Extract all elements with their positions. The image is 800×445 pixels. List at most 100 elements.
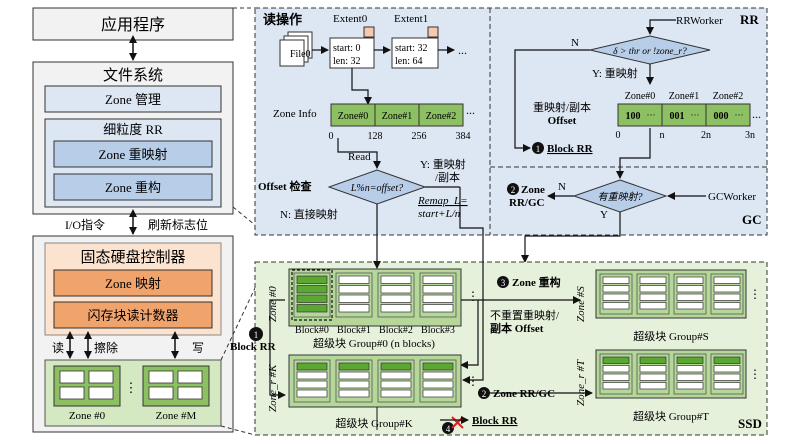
left-zonem: Zone #M <box>142 365 210 422</box>
zone-info-cell <box>418 103 464 127</box>
zone-info-tick: 0 <box>329 131 334 142</box>
ssd-step2-badge <box>478 387 490 399</box>
flash-page <box>602 356 630 364</box>
ssd-step1-badge <box>249 327 263 341</box>
rr-to-gc-line <box>619 128 651 168</box>
flash-page <box>380 380 412 389</box>
ssd-tag: SSD <box>738 416 762 431</box>
ssd-groupt-dots: ⋮ <box>749 367 761 381</box>
ssd-block-label: Block#2 <box>379 325 413 336</box>
fine-rr-label: 细粒度 RR <box>103 122 163 137</box>
flash-page <box>422 371 454 380</box>
flash-page <box>639 356 667 364</box>
ssd-step2-num: 2 <box>482 389 487 399</box>
ssd-block-label: Block#3 <box>421 325 455 336</box>
flash-cell <box>177 370 203 384</box>
gc-yes-label: Y <box>600 209 608 221</box>
rr-offset-tick: 0 <box>616 130 621 141</box>
extent0-label: Extent0 <box>333 13 368 25</box>
app-label: 应用程序 <box>101 15 165 34</box>
flash-page <box>338 275 370 284</box>
extent1-len: len: 64 <box>395 56 423 67</box>
flash-page <box>676 276 704 284</box>
flash-page <box>380 294 412 303</box>
left-zone-dots: ⋮ <box>125 380 138 395</box>
flash-page <box>380 275 412 284</box>
rebuild-box <box>53 173 213 201</box>
ssd-block-rr-left: Block RR <box>230 341 277 353</box>
rr-yes-label: Y: 重映射 <box>592 66 638 80</box>
connector-ssd-bottom <box>220 425 256 436</box>
erase-counter-box <box>53 301 213 329</box>
rebuild-label: Zone 重构 <box>105 180 161 195</box>
left-zone0: Zone #0 <box>53 365 121 422</box>
flash-page <box>713 285 741 293</box>
flash-page <box>602 365 630 373</box>
remap-arrow <box>459 187 484 384</box>
refresh-label: 刷新标志位 <box>148 217 208 232</box>
flash-page <box>713 365 741 373</box>
flash-page <box>713 293 741 301</box>
ssd-groupk-dots: ⋮ <box>467 374 479 388</box>
extent1-box <box>391 37 439 69</box>
rr-zone-label: Zone#1 <box>669 91 700 102</box>
rr-remap-copy-label: 重映射/副本 <box>533 100 591 114</box>
flash-page <box>676 382 704 390</box>
flash-page <box>380 362 412 371</box>
ssd-no-reset-2: 副本 Offset <box>490 321 544 335</box>
flash-page <box>639 382 667 390</box>
ssd-groupt-blocks <box>599 353 744 395</box>
rr-step1-badge <box>532 142 544 154</box>
offset-check-label: Offset 检查 <box>258 179 311 193</box>
erase-label: 擦除 <box>94 340 118 355</box>
left-zone0-label: Zone #0 <box>69 410 106 422</box>
flash-page <box>602 302 630 310</box>
flash-page <box>296 285 328 294</box>
rr-offset-value: 000 <box>714 111 729 122</box>
extent0-len: len: 32 <box>333 56 361 67</box>
ssd-rebuild-label: Zone 重构 <box>512 275 561 289</box>
flash-page <box>639 302 667 310</box>
block0-highlight <box>291 269 333 321</box>
rr-offset-value: 100 <box>626 111 641 122</box>
ssd-group0-label: 超级块 Group#0 (n blocks) <box>313 336 435 350</box>
gc-zone-label: Zone <box>521 184 545 196</box>
flash-page <box>296 294 328 303</box>
zone-info-tick: 128 <box>368 131 383 142</box>
zone-info-label: Zone Info <box>273 108 317 120</box>
rr-offset-label: Offset <box>548 115 577 127</box>
flash-page <box>296 380 328 389</box>
ssd-step1-num: 1 <box>254 330 259 340</box>
ssd-groupk-blocks <box>293 359 457 403</box>
remap-formula-2: start+L/n <box>418 208 461 220</box>
extent1-corner <box>427 26 439 38</box>
flash-page <box>713 382 741 390</box>
rr-zone-label: Zone#0 <box>625 91 656 102</box>
ssd-block-rr-bottom: Block RR <box>472 415 519 427</box>
read-operation: 读操作 File0 Extent0 start: 0 len: 32 Exten… <box>258 12 475 221</box>
gc-region: GC GCWorker 有重映射? N 2 Zone RR/GC Y <box>507 168 762 263</box>
ssd-groupk-label: 超级块 Group#K <box>335 416 412 430</box>
gc-step2-badge <box>507 183 519 195</box>
flash-page <box>602 285 630 293</box>
zone-mgmt-box <box>44 85 222 113</box>
flash-page <box>713 276 741 284</box>
gc-worker-label: GCWorker <box>708 191 756 203</box>
rr-region: RR RRWorker δ > thr or !zone_r? N Y: 重映射… <box>514 12 761 168</box>
ssd-groups-label: 超级块 Group#S <box>633 329 708 343</box>
rr-tag: RR <box>740 12 759 27</box>
zone-map-box <box>53 269 213 297</box>
erase-counter-label: 闪存块读计数器 <box>87 308 178 323</box>
extent0-corner <box>363 26 375 38</box>
rr-condition: δ > thr or !zone_r? <box>613 47 687 57</box>
flash-page <box>338 285 370 294</box>
flash-page <box>380 389 412 398</box>
flash-page <box>676 293 704 301</box>
ssd-step3-badge <box>497 276 509 288</box>
gc-tag: GC <box>742 212 762 227</box>
flash-cell <box>59 370 85 384</box>
flash-page <box>338 362 370 371</box>
zone-mgmt-label: Zone 管理 <box>105 92 161 107</box>
